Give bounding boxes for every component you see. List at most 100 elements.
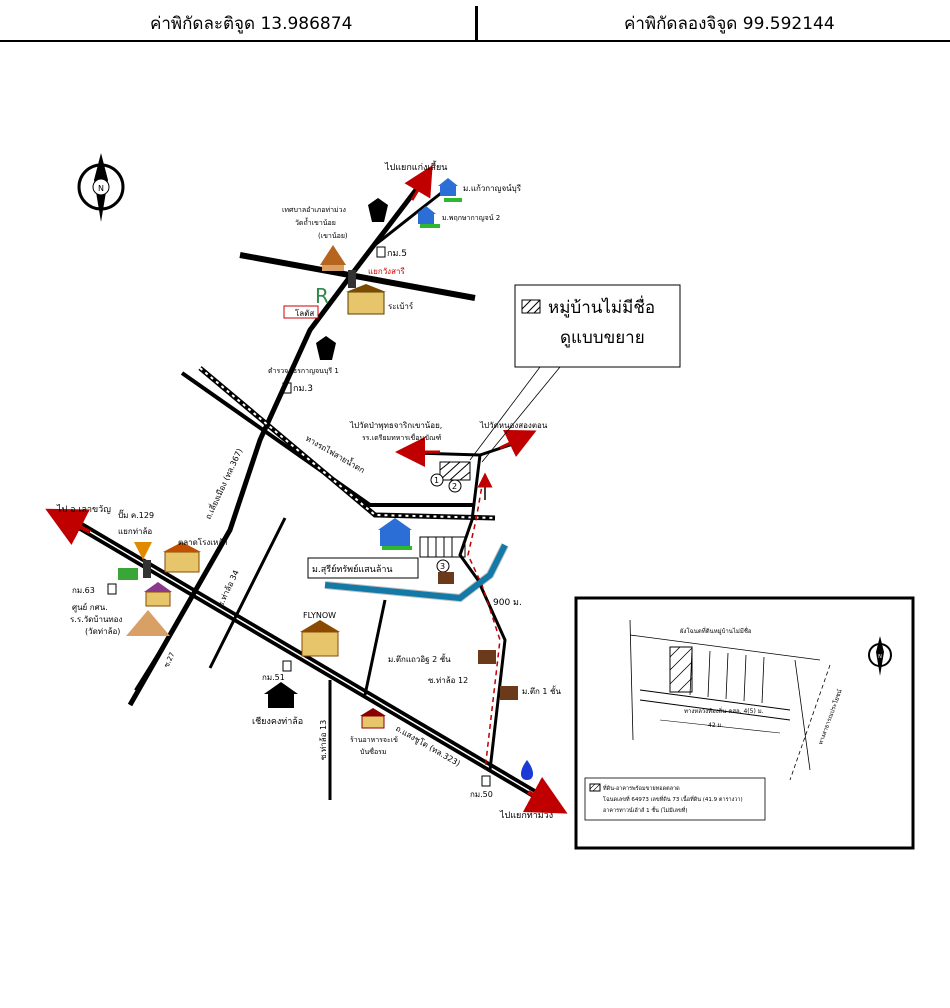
svg-text:N: N	[878, 654, 882, 660]
inset-north-icon: N	[868, 636, 892, 676]
label-pump-2: แยกท่าล้อ	[118, 527, 152, 536]
inset-note-2: โฉนดเลขที่ 64973 เลขที่ดิน 73 เนื้อที่ดิ…	[603, 795, 743, 803]
label-m-phruksa: ม.พฤกษากาญจน์ 2	[442, 214, 500, 222]
label-tesaban: เทศบาลอำเภอท่าม่วง	[282, 206, 346, 214]
soi-thalo-34	[208, 517, 287, 669]
km-post-icon	[376, 246, 386, 258]
pump-station-icon	[134, 542, 152, 560]
house-icon	[438, 178, 462, 202]
soi-thalo-12	[363, 599, 387, 696]
traffic-light-icon	[348, 270, 356, 288]
label-soi-27: ซ.27	[163, 651, 177, 669]
village-sign	[307, 557, 419, 579]
arrow-lao-khwan-icon	[45, 508, 91, 545]
label-km50: กม.50	[470, 790, 493, 799]
km-post-2-icon	[282, 382, 292, 394]
north-arrow-icon: N	[77, 153, 125, 222]
label-tesco: โลตัส	[295, 308, 314, 318]
longitude-label: ค่าพิกัดลองจิจูด 99.592144	[624, 14, 835, 34]
village-access-road	[458, 454, 507, 771]
traffic-light-2-icon	[143, 560, 151, 578]
label-wat-sub: (เขาน้อย)	[318, 232, 348, 240]
flynow-building-icon	[300, 620, 340, 657]
center-icon	[118, 568, 138, 580]
shophouse-icon	[478, 650, 496, 664]
legend-pointer-2	[481, 366, 561, 463]
label-to-lao-khwan: ไป อ.เลาขวัญ	[56, 504, 111, 515]
inset-dist: 42 ม.	[708, 722, 723, 729]
label-wat: วัดถ้ำเขาน้อย	[295, 216, 336, 227]
inset-road-label: ทางหลวงท้องถิ่น คสล. 4(5) ม.	[684, 707, 764, 715]
label-police: ตำรวจภูธรกาญจนบุรี 1	[268, 367, 339, 375]
label-soi-13: ซ.ท่าล้อ 13	[319, 720, 328, 760]
label-km63: กม.63	[72, 586, 95, 595]
house-black-icon	[264, 682, 298, 708]
label-to-wat-nong: ไปวัดหนองสองตอน	[479, 421, 548, 430]
label-num3: 3	[440, 562, 445, 571]
inset-map: ผังโฉนดที่ดินหมู่บ้านไม่มีชื่อ ทางหลวงท้…	[574, 596, 915, 850]
lotus-logo-icon	[283, 305, 319, 319]
market-icon	[163, 542, 201, 573]
label-dist-900: 900 ม.	[493, 598, 522, 608]
label-shophouse: ม.ตึกแถวอิฐ 2 ชั้น	[388, 653, 451, 664]
marker-1	[430, 473, 444, 487]
temple-icon	[320, 245, 346, 271]
cross-road	[239, 252, 476, 301]
label-m-kaew: ม.แก้วกาญจน์บุรี	[463, 183, 522, 193]
label-shop: ร้านอาหารจะเข้	[350, 736, 398, 744]
inset-note-3: อาคารทาวน์เฮ้าส์ 1 ชั้น (ไม่มีเลขที่)	[603, 806, 688, 814]
label-market: ตลาดโรงเหล้า	[178, 537, 228, 547]
village-brown-house-icon	[438, 572, 454, 584]
label-pump: ปั๊ม ค.129	[118, 509, 154, 520]
label-km5: กม.5	[387, 249, 407, 259]
side-road-north	[180, 371, 475, 507]
mall-icon	[346, 284, 386, 315]
railway-line	[198, 366, 496, 521]
label-shop-2: บันซื่อรม	[360, 747, 387, 756]
km-post-4-icon	[282, 660, 292, 672]
label-soi-12: ซ.ท่าล้อ 12	[428, 676, 468, 685]
label-num2: 2	[452, 482, 457, 491]
label-intersection: แยกวังสารี	[368, 267, 405, 276]
arrow-kaeng-sian-icon	[404, 165, 433, 201]
river	[324, 543, 508, 602]
gas-station-icon	[520, 760, 534, 780]
label-to-tha-muang: ไปแยกท่าม่วง	[499, 810, 553, 821]
inset-note-1: ที่ดิน-อาคารพร้อมขายทอดตลาด	[603, 784, 681, 792]
label-center: ศูนย์ กศน.	[72, 602, 108, 613]
legend-line-1: หมู่บ้านไม่มีชื่อ	[548, 295, 655, 318]
village-block	[419, 536, 466, 558]
km-post-5-icon	[481, 775, 491, 787]
house-2-icon	[416, 206, 440, 228]
village-house-icon	[378, 518, 412, 550]
house-1-icon	[500, 686, 518, 700]
label-railway: ทางรถไฟสายน้ำตก	[304, 432, 367, 475]
legend-pointer	[469, 366, 541, 461]
svg-text:N: N	[98, 184, 104, 193]
temple-2-icon	[126, 610, 170, 636]
inset-title: ผังโฉนดที่ดินหมู่บ้านไม่มีชื่อ	[680, 627, 752, 635]
label-school: ร.ร.วัดบ้านทอง	[70, 615, 122, 624]
label-house-1: ม.ตึก 1 ชั้น	[522, 685, 561, 696]
soi-27	[134, 609, 186, 691]
garuda-2-icon	[316, 336, 336, 360]
label-to-kaeng-sian: ไปแยกแก่งเสี้ยน	[384, 160, 447, 173]
highway-367	[127, 176, 427, 707]
label-village-sign: ม.สุรีย์ทรัพย์แสนล้าน	[312, 563, 393, 575]
restaurant-icon	[360, 708, 386, 729]
robinson-logo-icon: R	[315, 284, 329, 308]
school-icon	[144, 582, 172, 607]
garuda-icon	[368, 198, 388, 222]
route-dashed	[467, 479, 501, 771]
branch-road	[374, 188, 446, 247]
svg-text:R: R	[315, 284, 329, 308]
marker-2	[448, 479, 462, 493]
label-rachamangkala: ระเบ้าร์	[388, 301, 414, 311]
label-soi-34: ซ.ท่าล้อ 34	[216, 569, 241, 609]
label-to-wat-pa: ไปวัดป่าพุทธจาริกเขาน้อย,	[349, 421, 442, 430]
label-to-wat-pa-2: รร.เตรียมทหารเขื่อนขัณฑ์	[362, 433, 442, 442]
latitude-label: ค่าพิกัดละติจูด 13.986874	[150, 14, 353, 34]
arrow-tha-muang-icon	[522, 776, 568, 814]
legend-box	[514, 284, 681, 368]
label-chiangmai: เชียงคงท่าล้อ	[252, 716, 303, 727]
